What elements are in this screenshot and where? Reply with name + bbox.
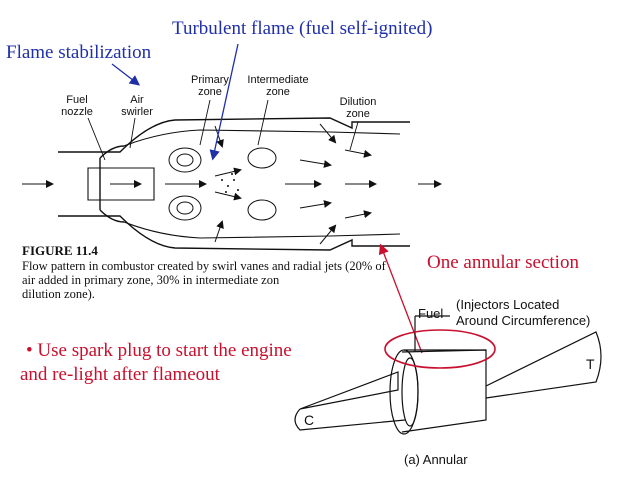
combustor-casing [58,117,410,251]
annular-caption: (a) Annular [404,452,468,467]
one-annular-section-label: One annular section [427,252,579,273]
red-arrow [378,243,423,354]
dilution-zone-line2: zone [346,108,370,120]
compressor-c-label: C [304,412,315,428]
injectors-label: (Injectors Located Around Circumference) [456,297,590,329]
air-swirler-line1: Air [130,94,144,106]
fuel-nozzle-label: Fuel nozzle [52,94,102,118]
turbine-t-label: T [586,356,595,372]
primary-zone-dots [221,173,239,193]
injectors-line1: (Injectors Located [456,297,560,312]
intermediate-zone-line1: Intermediate [247,74,309,86]
air-swirler-line2: swirler [121,106,153,118]
primary-zone-line1: Primary [191,74,229,86]
blue-arrows [111,43,239,161]
annular-section-highlight [384,329,496,369]
primary-zone-line2: zone [198,86,222,98]
flame-stabilization-label: Flame stabilization [6,42,152,63]
intermediate-zone-label: Intermediate zone [238,74,318,98]
fuel-nozzle-line2: nozzle [61,106,93,118]
fuel-label: Fuel [418,306,444,321]
primary-zone-label: Primary zone [180,74,240,98]
turbulent-flame-label: Turbulent flame (fuel self-ignited) [172,18,433,39]
combustor-liner [87,129,401,239]
spark-plug-bullet-line2: and re-light after flameout [20,364,220,385]
swirl-eddies [168,147,277,221]
figure-number: FIGURE 11.4 [22,243,98,258]
intermediate-zone-line2: zone [266,86,290,98]
dilution-zone-label: Dilution zone [328,96,388,120]
dilution-zone-line1: Dilution [339,96,377,108]
figure-caption-line3: dilution zone). [22,287,95,301]
label-leaders [87,99,359,161]
fuel-nozzle-line1: Fuel [66,94,88,106]
spark-plug-bullet-line1: • Use spark plug to start the engine [26,340,292,361]
air-swirler-label: Air swirler [112,94,162,118]
figure-caption-line1: Flow pattern in combustor created by swi… [22,259,386,273]
annular-engine [294,315,602,435]
injectors-line2: Around Circumference) [456,313,591,328]
figure-caption-line2: air added in primary zone, 30% in interm… [22,273,280,287]
flow-arrows [22,123,442,245]
